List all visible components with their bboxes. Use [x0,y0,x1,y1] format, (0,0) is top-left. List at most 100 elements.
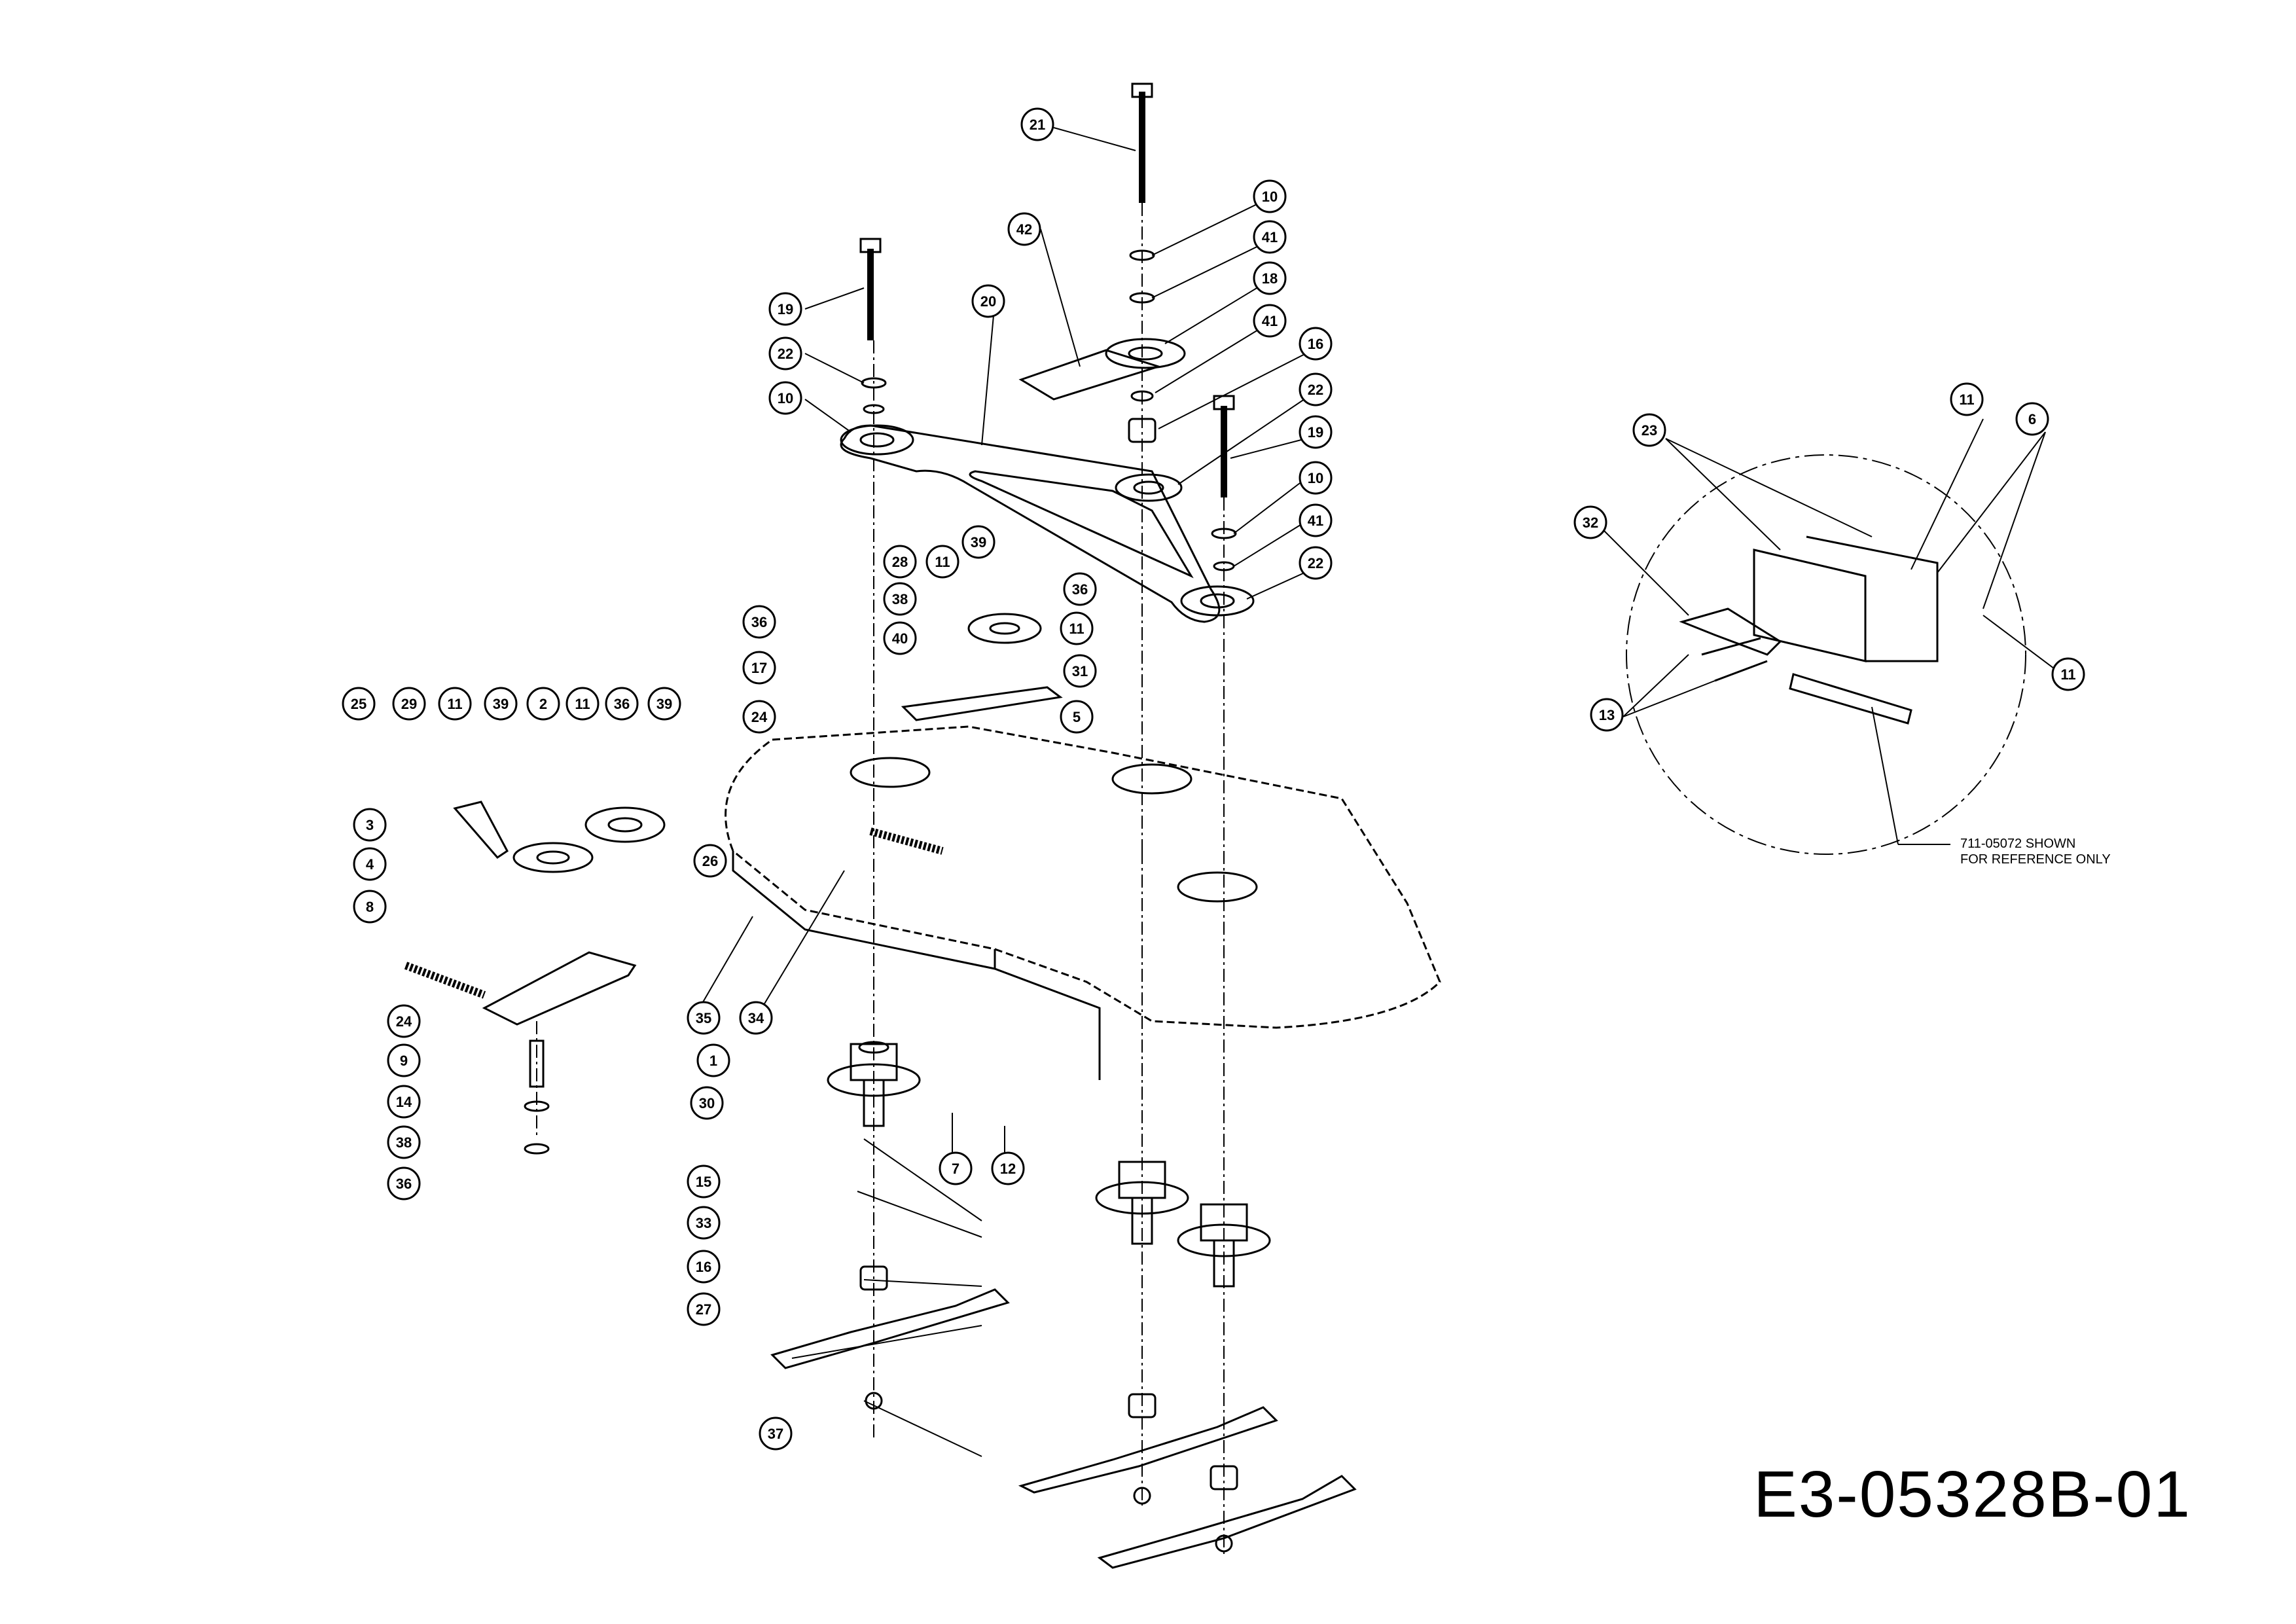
callout-label: 21 [1030,117,1045,133]
callout-label: 34 [748,1010,764,1026]
callout-bubble: 9 [387,1043,421,1077]
callout-bubble: 22 [1299,546,1333,580]
callout-label: 31 [1072,663,1088,679]
callout-circle [526,687,560,721]
callout-bubble: 36 [387,1166,421,1200]
callout-bubble: 23 [1632,413,1666,447]
callout-bubble: 19 [768,292,802,326]
detail-circle [1626,454,2026,855]
spindle-left [827,1041,921,1127]
idler-arm-left [482,951,637,1026]
belt-guide-25 [453,801,509,859]
callout-label: 9 [400,1053,408,1069]
drive-belt-outer [840,424,1221,623]
callout-label: 42 [1016,221,1032,238]
callout-label: 24 [751,709,768,725]
callout-bubble: 33 [687,1206,721,1240]
callout-circle [2015,402,2049,436]
callout-bubble: 11 [1950,382,1984,416]
callout-bubble: 21 [1020,107,1054,141]
callout-circle [605,687,639,721]
spring-24-left [404,962,486,999]
callout-circle [387,1125,421,1159]
callout-bubble: 10 [1299,461,1333,495]
drawing-id: E3-05328B-01 [1753,1458,2191,1531]
pulley-left [840,424,914,456]
callout-circle [387,1085,421,1119]
callout-label: 11 [447,696,462,712]
callout-circle [742,700,776,734]
callout-bubble: 36 [605,687,639,721]
callout-bubble: 39 [647,687,681,721]
idler-bracket [901,686,1063,721]
callout-label: 39 [656,696,672,712]
callout-bubble: 24 [387,1004,421,1038]
callout-circle [768,292,802,326]
callout-circle [1299,503,1333,537]
callout-circle [961,525,996,559]
callout-circle [1950,382,1984,416]
callout-label: 11 [935,554,950,570]
callout-label: 36 [1072,581,1088,598]
spindle-right [1177,1203,1271,1288]
callout-bubble: 39 [961,525,996,559]
callout-circle [1060,700,1094,734]
callout-circle [939,1151,973,1185]
callout-bubble: 38 [883,582,917,616]
callout-circle [387,1043,421,1077]
callout-circle [1573,505,1607,539]
callout-label: 25 [351,696,367,712]
callout-circle [883,582,917,616]
callout-circle [353,847,387,881]
callout-label: 2 [539,696,547,712]
callout-bubble: 36 [1063,572,1097,606]
callout-circle [1253,179,1287,213]
callout-bubble: 34 [739,1001,773,1035]
callout-circle [484,687,518,721]
callout-circle [687,1001,721,1035]
callout-label: 17 [751,660,767,676]
callout-bubble: 17 [742,651,776,685]
callout-circle [759,1416,793,1451]
detail-bracket-32 [1679,607,1782,656]
callout-label: 6 [2028,411,2036,427]
callout-bubble: 19 [1299,415,1333,449]
pulley-center [1115,473,1183,502]
callout-circle [1299,415,1333,449]
callout-bubble: 29 [392,687,426,721]
callout-circle [1299,327,1333,361]
callout-label: 40 [892,630,908,647]
callout-bubble: 12 [991,1151,1025,1185]
callout-bubble: 35 [687,1001,721,1035]
callout-label: 13 [1599,707,1615,723]
callout-circle [1020,107,1054,141]
callout-circle [687,1250,721,1284]
callout-bubble: 6 [2015,402,2049,436]
callout-label: 3 [366,817,374,833]
callout-label: 36 [614,696,630,712]
callout-bubble: 41 [1253,220,1287,254]
callout-label: 35 [696,1010,711,1026]
blade-left [770,1288,1010,1369]
callout-circle [353,890,387,924]
pulley-right [1180,585,1255,617]
callout-bubble: 5 [1060,700,1094,734]
callout-bubble: 16 [687,1250,721,1284]
callout-circle [742,651,776,685]
callout-circle [2051,657,2085,691]
callout-label: 11 [1959,391,1974,408]
reference-note-line-1: 711-05072 SHOWN [1960,837,2075,851]
callout-label: 38 [396,1134,412,1151]
callout-label: 23 [1641,422,1657,439]
callout-bubble: 27 [687,1292,721,1326]
callout-circle [883,621,917,655]
callout-bubble: 10 [1253,179,1287,213]
callout-label: 33 [696,1215,711,1231]
callout-bubble: 28 [883,545,917,579]
callout-label: 19 [778,301,793,317]
callout-bubble: 32 [1573,505,1607,539]
blade-right [1097,1475,1357,1569]
callout-label: 11 [2060,666,2075,683]
callout-bubble: 20 [971,284,1005,318]
